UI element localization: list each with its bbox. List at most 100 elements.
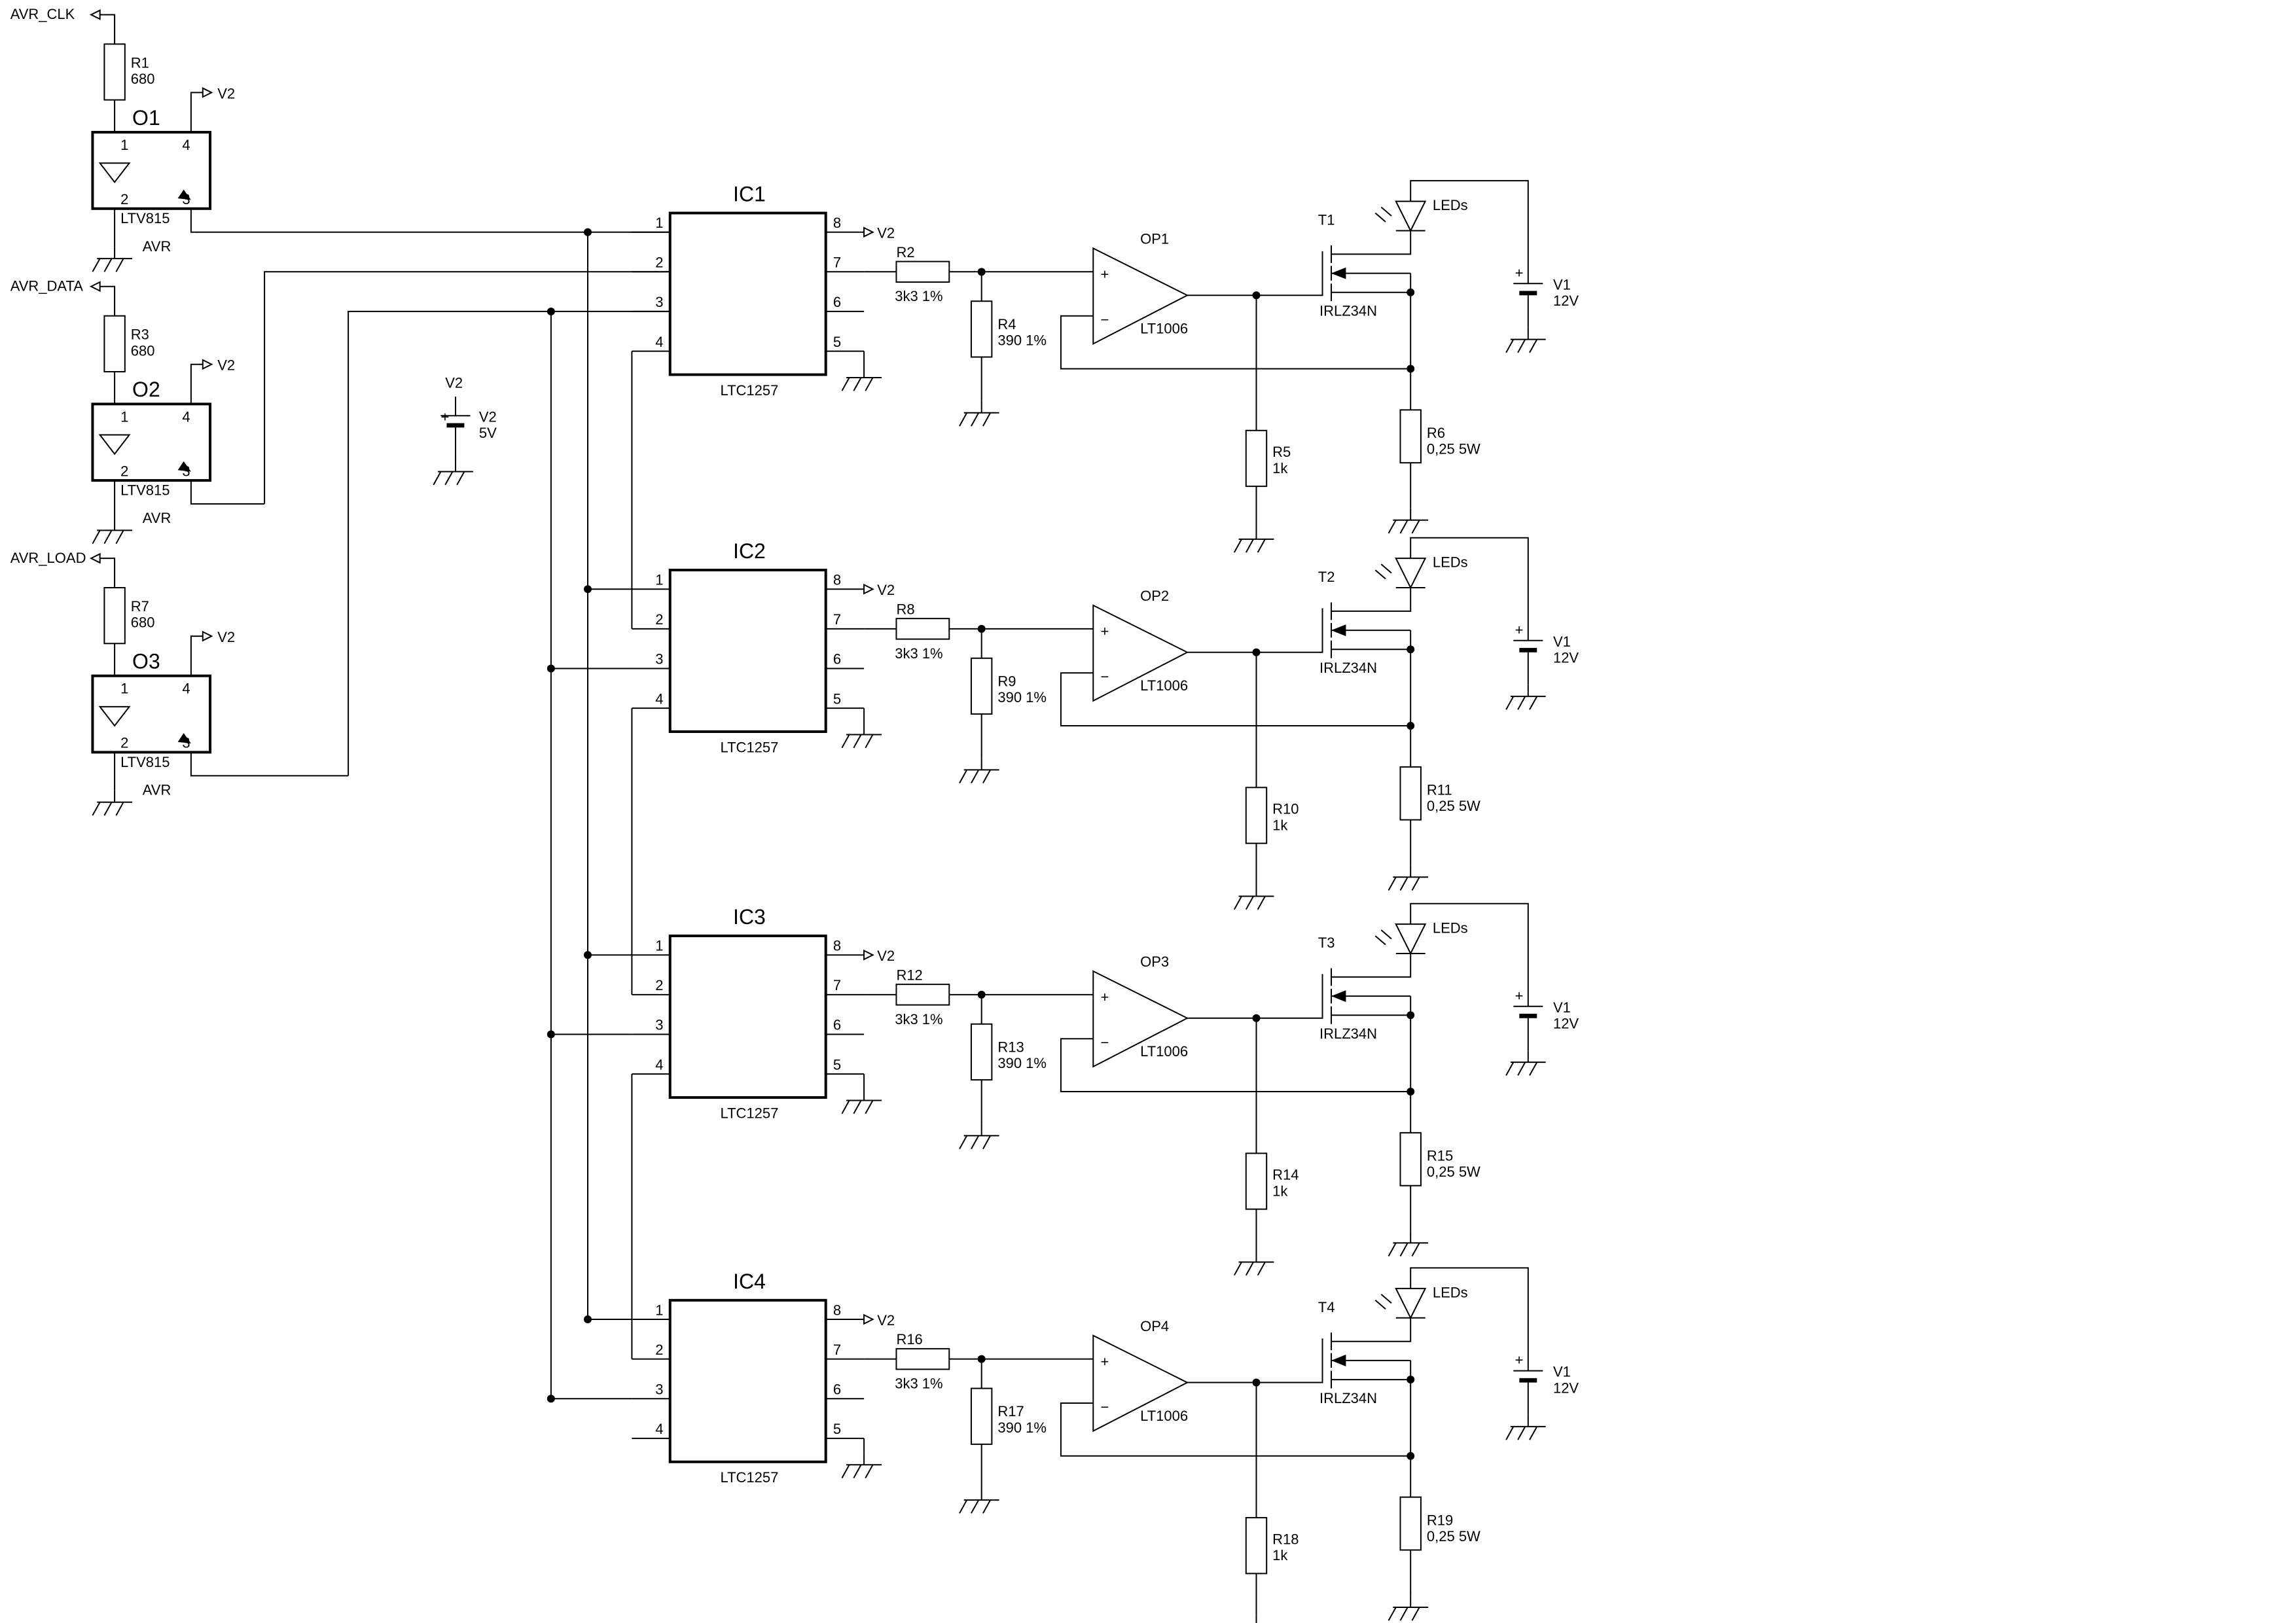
ground-hatch [1245,1262,1254,1276]
ground-hatch [959,769,968,784]
ground-hatch [433,471,442,486]
pin-number: 2 [120,735,128,751]
resistor-value: 390 1% [997,1419,1047,1436]
feedback-wire [1060,1402,1411,1457]
resistor-ref: R3 [131,327,149,343]
pin-number: 1 [120,137,128,153]
pin-number: 8 [833,215,841,231]
pin-number: 8 [833,938,841,954]
resistor-ref: R18 [1272,1531,1299,1547]
supply-ref: V2 [479,408,497,425]
resistor-value: 0,25 5W [1427,798,1480,814]
pin-number: 3 [655,1382,663,1398]
signal-wire [190,208,194,233]
pin-number: 2 [655,611,663,628]
opamp-ref: OP1 [1140,231,1169,247]
pin-number: 2 [120,191,128,207]
ground-hatch [1233,896,1242,910]
port-arrow [89,9,101,20]
light-arrow [1380,929,1392,940]
opamp-minus: − [1101,1399,1109,1415]
optocoupler-ref: O1 [132,106,160,130]
junction-dot [1407,1376,1415,1384]
mosfet-part: IRLZ34N [1319,1026,1377,1042]
ic-part: LTC1257 [721,1105,779,1121]
ground-name: AVR [143,238,171,255]
led-triangle [1395,200,1427,232]
ground-hatch [853,377,862,391]
ground-hatch [1517,339,1526,353]
pin-number: 1 [655,938,663,954]
resistor-ref: R15 [1427,1148,1453,1164]
ground-hatch [971,1499,980,1514]
mosfet-arrow [1331,990,1346,1003]
resistor-ref: R19 [1427,1512,1453,1528]
led-supply-wire [1410,1267,1529,1371]
ground-hatch [1257,1262,1266,1276]
pin-number: 5 [833,334,841,350]
resistor-body [1245,1517,1268,1575]
pin-number: 1 [655,1302,663,1318]
resistor-value: 0,25 5W [1427,1164,1480,1180]
ground-hatch [971,769,980,784]
light-arrow [1380,206,1392,217]
opamp-ref: OP2 [1140,588,1169,604]
resistor-ref: R8 [896,601,914,617]
ground-hatch [103,258,113,272]
mosfet-ref: T4 [1318,1299,1335,1315]
opamp-part: LT1006 [1140,677,1188,694]
ground-hatch [1399,876,1408,891]
port-arrow [863,949,874,961]
pin-number: 6 [833,294,841,310]
ground-hatch [1399,1607,1408,1621]
resistor-ref: R2 [896,244,914,260]
led-triangle [1395,923,1427,955]
pin-number: 3 [655,294,663,310]
junction-dot [547,1030,555,1039]
pin-number: 8 [833,572,841,588]
resistor-ref: R7 [131,598,149,615]
opamp-minus: − [1101,669,1109,685]
mosfet-ref: T3 [1318,935,1335,951]
ground-hatch [115,258,124,272]
pin-number: 1 [120,408,128,425]
battery-plate-short [1519,1378,1537,1383]
pin-number: 3 [655,651,663,668]
resistor-ref: R10 [1272,801,1299,817]
pin-number: 7 [833,977,841,993]
pin-number: 7 [833,611,841,628]
ground-hatch [1529,696,1538,710]
pin-number: 3 [182,191,190,207]
pin-number: 5 [833,1421,841,1437]
resistor-ref: R11 [1427,782,1452,798]
optocoupler-part: LTV815 [120,482,170,499]
ground-hatch [841,1464,850,1478]
ground-hatch [115,802,124,816]
ground-hatch [1529,1426,1538,1440]
led-supply-wire [1410,537,1529,641]
ic-ref: IC1 [733,183,766,206]
ground-hatch [1388,876,1397,891]
resistor-value: 1k [1272,1183,1288,1199]
resistor-value: 1k [1272,817,1288,833]
ground-hatch [982,1499,991,1514]
opamp-triangle [1092,970,1189,1068]
feedback-wire [1060,1038,1411,1092]
opamp-plus: + [1101,989,1109,1005]
ground-hatch [1399,520,1408,534]
supply-wire [190,635,203,676]
resistor-value: 3k3 1% [895,1376,942,1392]
junction-dot [1407,1011,1415,1020]
load-wire [348,310,670,776]
led-triangle [98,434,131,455]
pin-number: 2 [655,977,663,993]
ground-hatch [959,1135,968,1150]
pin-number: 3 [655,1017,663,1033]
resistor-body [103,315,126,372]
resistor-body [970,300,993,358]
ic-ref: IC2 [733,539,766,563]
pin-number: 4 [182,681,190,697]
ground-hatch [1399,1242,1408,1257]
resistor-value: 0,25 5W [1427,1528,1480,1544]
resistor-value: 390 1% [997,332,1047,349]
